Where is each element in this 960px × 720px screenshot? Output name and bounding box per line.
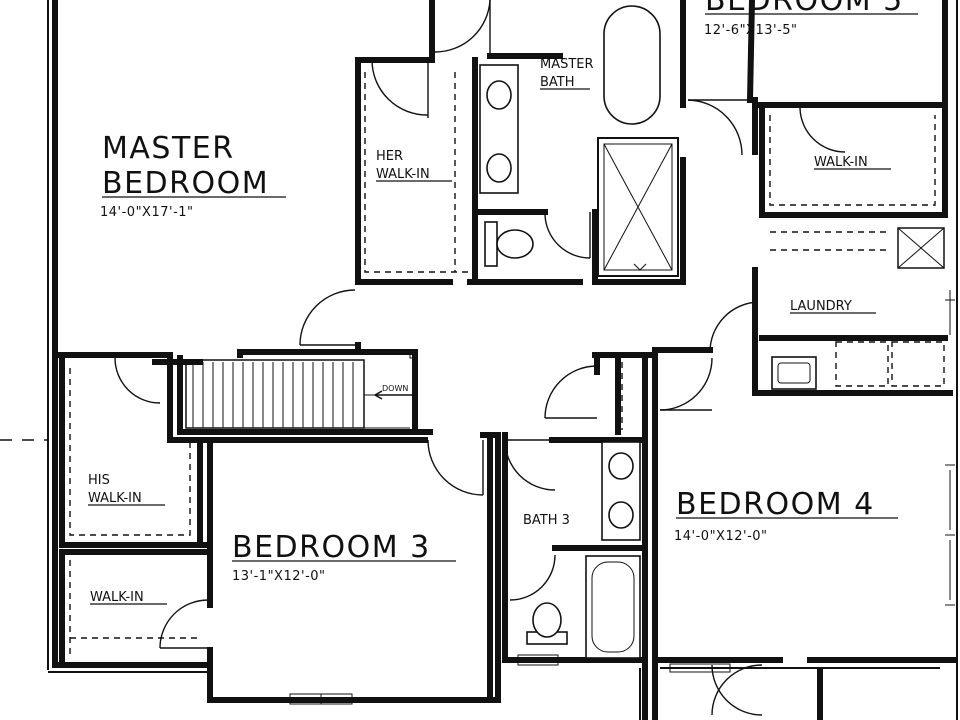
toilet-tank-icon [484, 221, 498, 267]
her-walkin-label-line2: WALK-IN [376, 167, 430, 182]
fixtures [479, 5, 945, 659]
his-walkin-label-line2: WALK-IN [88, 491, 142, 506]
water-heater-icon [897, 227, 945, 269]
bedroom-5-dims: 12'-6"X13'-5" [704, 23, 798, 38]
master-bath-label-line2: BATH [540, 75, 575, 90]
bedroom-4-dims: 14'-0"X12'-0" [674, 529, 768, 544]
walls [47, 0, 958, 720]
his-walkin-label-line1: HIS [88, 473, 110, 488]
bathtub-icon [585, 555, 641, 659]
bath-3-label: BATH 3 [523, 513, 570, 528]
door-swings [114, 0, 846, 716]
sink-icon [608, 452, 634, 480]
bedroom-3-walkin-label: WALK-IN [90, 590, 144, 605]
room-labels: MASTER BEDROOM 14'-0"X17'-1" BEDROOM 5 1… [88, 0, 918, 605]
washer-icon [835, 341, 889, 387]
master-bedroom-dims: 14'-0"X17'-1" [100, 205, 194, 220]
stair [185, 351, 417, 429]
master-bath-label-line1: MASTER [540, 57, 594, 72]
bathtub-icon [603, 5, 661, 125]
master-bedroom-label-line2: BEDROOM [102, 166, 269, 201]
closet-shelves [69, 72, 936, 655]
master-bedroom-label-line1: MASTER [102, 131, 235, 166]
bedroom-3-label: BEDROOM 3 [232, 530, 431, 565]
shower-icon [603, 143, 673, 271]
sink-icon [486, 80, 512, 110]
sink-icon [608, 501, 634, 529]
her-walkin-label-line1: HER [376, 149, 403, 164]
dryer-icon [891, 341, 945, 387]
bedroom-3-dims: 13'-1"X12'-0" [232, 569, 326, 584]
bedroom-5-walkin-label: WALK-IN [814, 155, 868, 170]
laundry-sink-icon [771, 356, 817, 390]
stair-direction-label: DOWN [382, 384, 408, 393]
sink-icon [486, 153, 512, 183]
toilet-bowl-icon [496, 229, 534, 259]
laundry-label: LAUNDRY [790, 299, 852, 314]
toilet-bowl-icon [532, 602, 562, 638]
windows [289, 290, 955, 705]
bedroom-5-label: BEDROOM 5 [705, 0, 904, 18]
bedroom-4-label: BEDROOM 4 [676, 487, 875, 522]
